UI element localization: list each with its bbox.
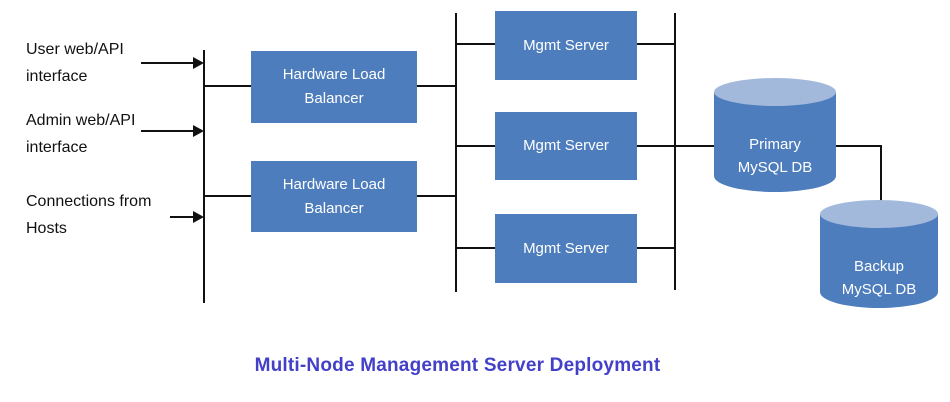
- db-label-line: Backup: [853, 258, 905, 275]
- connector: [204, 195, 251, 197]
- diagram-title: Multi-Node Management Server Deployment: [254, 355, 661, 376]
- label-line: interface: [26, 139, 88, 156]
- connector: [456, 145, 495, 147]
- server-db-bus-line: [674, 13, 676, 290]
- arrow-right-icon: [193, 125, 204, 137]
- connector: [456, 43, 495, 45]
- db-label: Primary MySQL DB: [714, 133, 836, 179]
- db-label-line: MySQL DB: [841, 281, 917, 298]
- node-label: Mgmt Server: [523, 137, 609, 154]
- connector: [637, 43, 675, 45]
- arrow-admin-shaft: [141, 130, 194, 132]
- db-label: Backup MySQL DB: [820, 255, 938, 301]
- label-line: Admin web/API: [26, 112, 136, 129]
- node-mgmt-server-3: Mgmt Server: [495, 214, 637, 283]
- connector-db-replication-v: [880, 145, 882, 209]
- db-label-line: Primary: [749, 136, 801, 153]
- node-hardware-load-balancer-2: Hardware Load Balancer: [251, 161, 417, 232]
- cylinder-top: [714, 78, 836, 106]
- connector: [637, 247, 675, 249]
- connector-db-replication-h: [836, 145, 882, 147]
- node-label: Hardware Load Balancer: [282, 175, 386, 217]
- connector: [417, 85, 456, 87]
- connector: [456, 247, 495, 249]
- node-label: Mgmt Server: [523, 239, 609, 257]
- backup-db-cylinder: Backup MySQL DB: [820, 200, 938, 308]
- arrow-hosts-shaft: [170, 216, 194, 218]
- node-mgmt-server-2: Mgmt Server: [495, 112, 637, 180]
- arrow-right-icon: [193, 57, 204, 69]
- lb-server-bus-line: [455, 13, 457, 292]
- label-line: interface: [26, 68, 88, 85]
- node-hardware-load-balancer-1: Hardware Load Balancer: [251, 51, 417, 123]
- cylinder-body: [820, 214, 938, 308]
- label-admin-web-api: Admin web/API interface: [26, 107, 135, 161]
- label-user-web-api: User web/API interface: [26, 36, 124, 90]
- primary-db-cylinder: Primary MySQL DB: [714, 78, 836, 192]
- connector: [204, 85, 251, 87]
- connector: [417, 195, 456, 197]
- node-mgmt-server-1: Mgmt Server: [495, 11, 637, 80]
- cylinder-top: [820, 200, 938, 228]
- cylinder-body: [714, 92, 836, 192]
- label-line: User web/API: [26, 41, 124, 58]
- label-line: Connections from: [26, 193, 152, 210]
- arrow-right-icon: [193, 211, 204, 223]
- node-label: Mgmt Server: [523, 36, 609, 54]
- label-connections-from-hosts: Connections from Hosts: [26, 188, 151, 242]
- input-bus-line: [203, 50, 205, 303]
- arrow-user-shaft: [141, 62, 194, 64]
- node-label: Hardware Load Balancer: [282, 66, 386, 107]
- connector-to-primary-db: [637, 145, 716, 147]
- label-line: Hosts: [26, 220, 67, 237]
- db-label-line: MySQL DB: [737, 159, 813, 176]
